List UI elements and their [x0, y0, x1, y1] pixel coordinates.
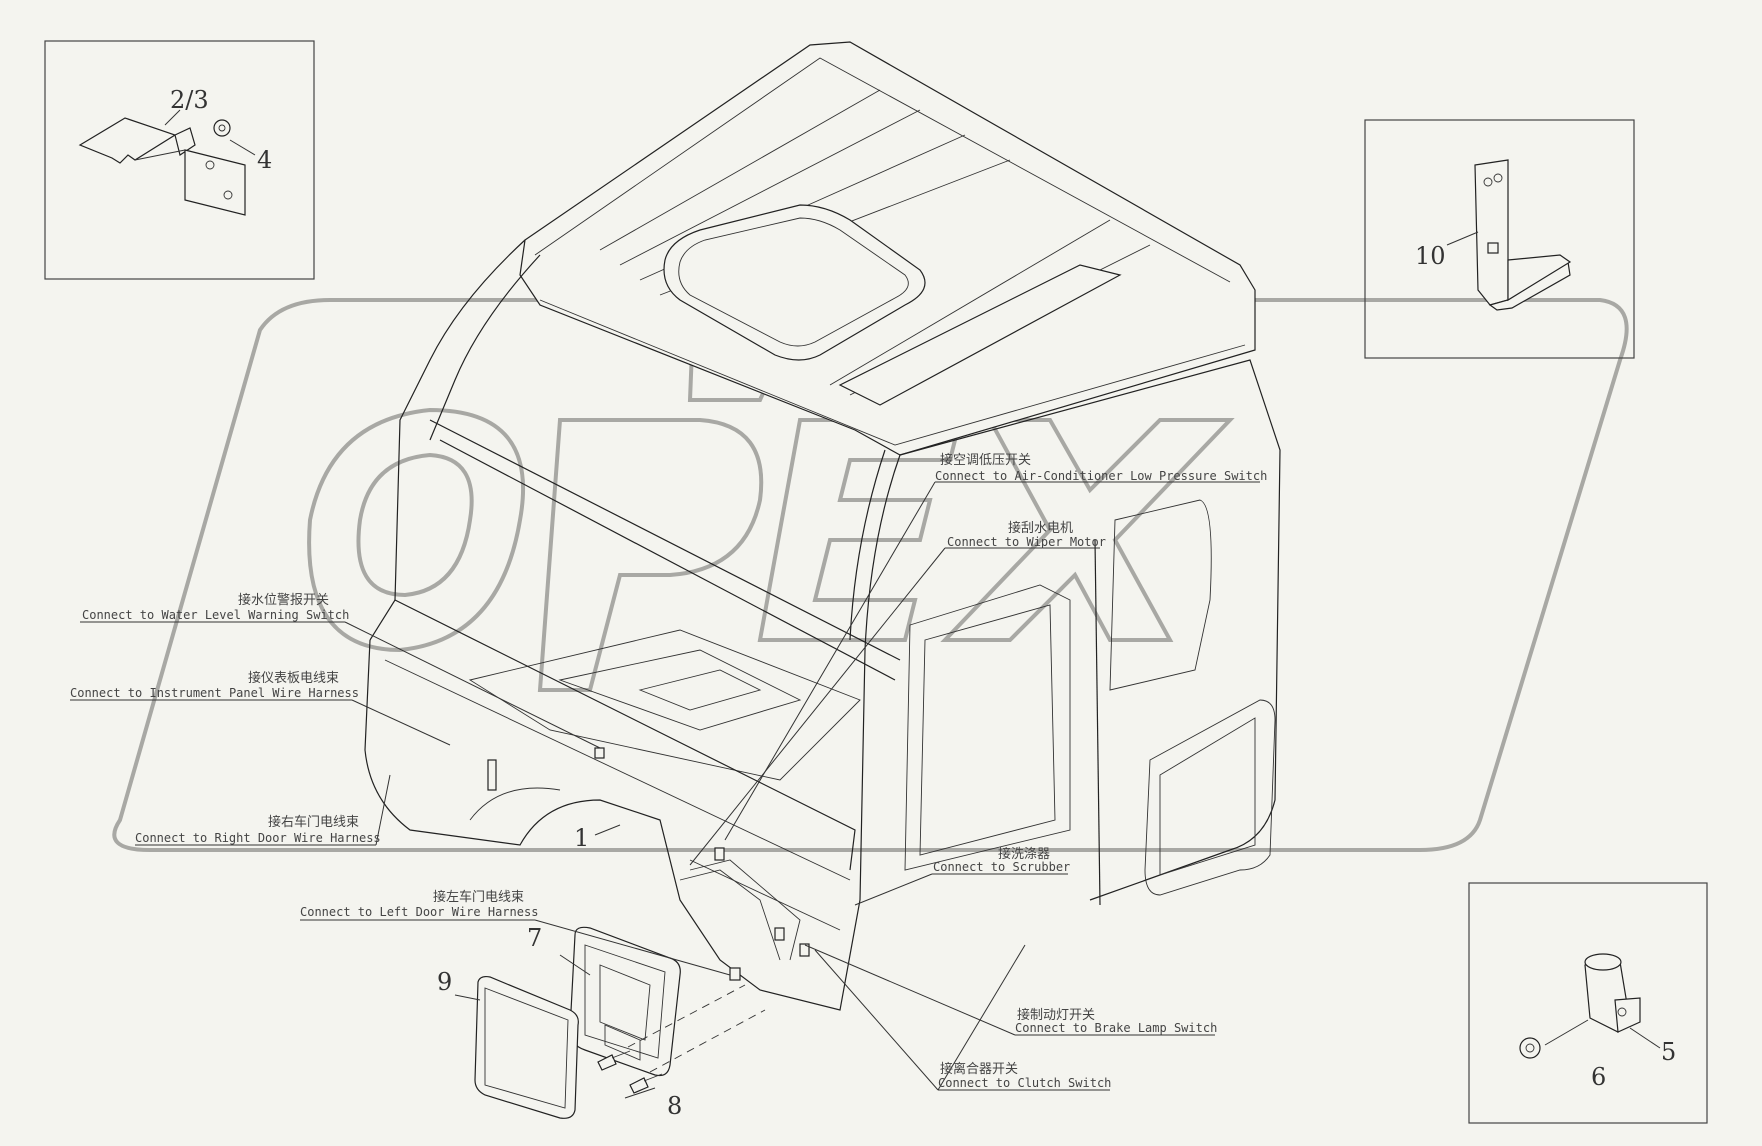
svg-text:Connect to Right Door Wire Har: Connect to Right Door Wire Harness — [135, 831, 381, 845]
svg-text:接刮水电机: 接刮水电机 — [1008, 520, 1073, 536]
svg-text:Connect to Water Level Warning: Connect to Water Level Warning Switch — [82, 608, 349, 622]
part-number-2-3: 2/3 — [170, 86, 209, 114]
nut-4-icon — [213, 119, 231, 137]
inset-bracket-23 — [44, 40, 315, 280]
callout-brake-lamp-switch: 接制动灯开关 Connect to Brake Lamp Switch — [1015, 1007, 1217, 1035]
svg-text:Connect to Wiper Motor: Connect to Wiper Motor — [947, 535, 1106, 549]
svg-text:Connect to Scrubber: Connect to Scrubber — [933, 860, 1070, 874]
callout-leaders — [70, 481, 1260, 1099]
bracket-flange — [184, 149, 246, 216]
part-number-1: 1 — [574, 824, 589, 852]
callout-wiper-motor: 接刮水电机 Connect to Wiper Motor — [947, 520, 1106, 549]
callout-clutch-switch: 接离合器开关 Connect to Clutch Switch — [938, 1061, 1111, 1090]
gasket-9 — [474, 975, 579, 1119]
connector-icon — [487, 759, 497, 791]
bracket-10-vertical — [1474, 159, 1509, 306]
svg-text:接空调低压开关: 接空调低压开关 — [940, 452, 1031, 468]
svg-text:接制动灯开关: 接制动灯开关 — [1017, 1007, 1095, 1023]
part-number-8: 8 — [667, 1092, 682, 1120]
cab-floor — [468, 629, 861, 781]
inset-bracket-10 — [1364, 119, 1635, 359]
part-number-9: 9 — [437, 968, 452, 996]
callout-right-door-wire-harness: 接右车门电线束 Connect to Right Door Wire Harne… — [135, 814, 381, 845]
assembly-dashes — [627, 984, 766, 1073]
svg-text:接离合器开关: 接离合器开关 — [940, 1061, 1018, 1077]
part-number-7: 7 — [527, 924, 542, 952]
callout-water-level-warning-switch: 接水位警报开关 Connect to Water Level Warning S… — [82, 592, 349, 622]
part-number-5: 5 — [1661, 1038, 1676, 1066]
svg-text:接水位警报开关: 接水位警报开关 — [238, 592, 329, 608]
svg-text:接右车门电线束: 接右车门电线束 — [268, 814, 359, 830]
callout-air-conditioner-low-pressure-switch: 接空调低压开关 Connect to Air-Conditioner Low P… — [935, 452, 1267, 483]
svg-text:Connect to Brake Lamp Switch: Connect to Brake Lamp Switch — [1015, 1021, 1217, 1035]
nut-6-icon — [1519, 1037, 1541, 1059]
part-number-6: 6 — [1591, 1063, 1606, 1091]
svg-text:Connect to Air-Conditioner Low: Connect to Air-Conditioner Low Pressure … — [935, 469, 1267, 483]
svg-text:Connect to Instrument Panel Wi: Connect to Instrument Panel Wire Harness — [70, 686, 359, 700]
svg-text:Connect to Left Door Wire Harn: Connect to Left Door Wire Harness — [300, 905, 538, 919]
callout-instrument-panel-wire-harness: 接仪表板电线束 Connect to Instrument Panel Wire… — [70, 670, 359, 700]
callout-scrubber: 接洗涤器 Connect to Scrubber — [933, 846, 1070, 874]
rear-window — [1144, 699, 1276, 896]
inset-clip-56 — [1468, 882, 1708, 1124]
bolts-8 — [597, 1050, 663, 1094]
bracket-plate — [78, 117, 177, 164]
svg-text:接洗涤器: 接洗涤器 — [998, 846, 1050, 862]
svg-text:Connect to Clutch Switch: Connect to Clutch Switch — [938, 1076, 1111, 1090]
callout-left-door-wire-harness: 接左车门电线束 Connect to Left Door Wire Harnes… — [300, 889, 538, 919]
part-number-10: 10 — [1415, 242, 1446, 270]
service-panel-7 — [569, 926, 681, 1077]
truck-cab-assembly — [364, 41, 1281, 1011]
part-number-4: 4 — [257, 146, 272, 174]
svg-text:接仪表板电线束: 接仪表板电线束 — [248, 670, 339, 686]
svg-text:接左车门电线束: 接左车门电线束 — [433, 889, 524, 905]
